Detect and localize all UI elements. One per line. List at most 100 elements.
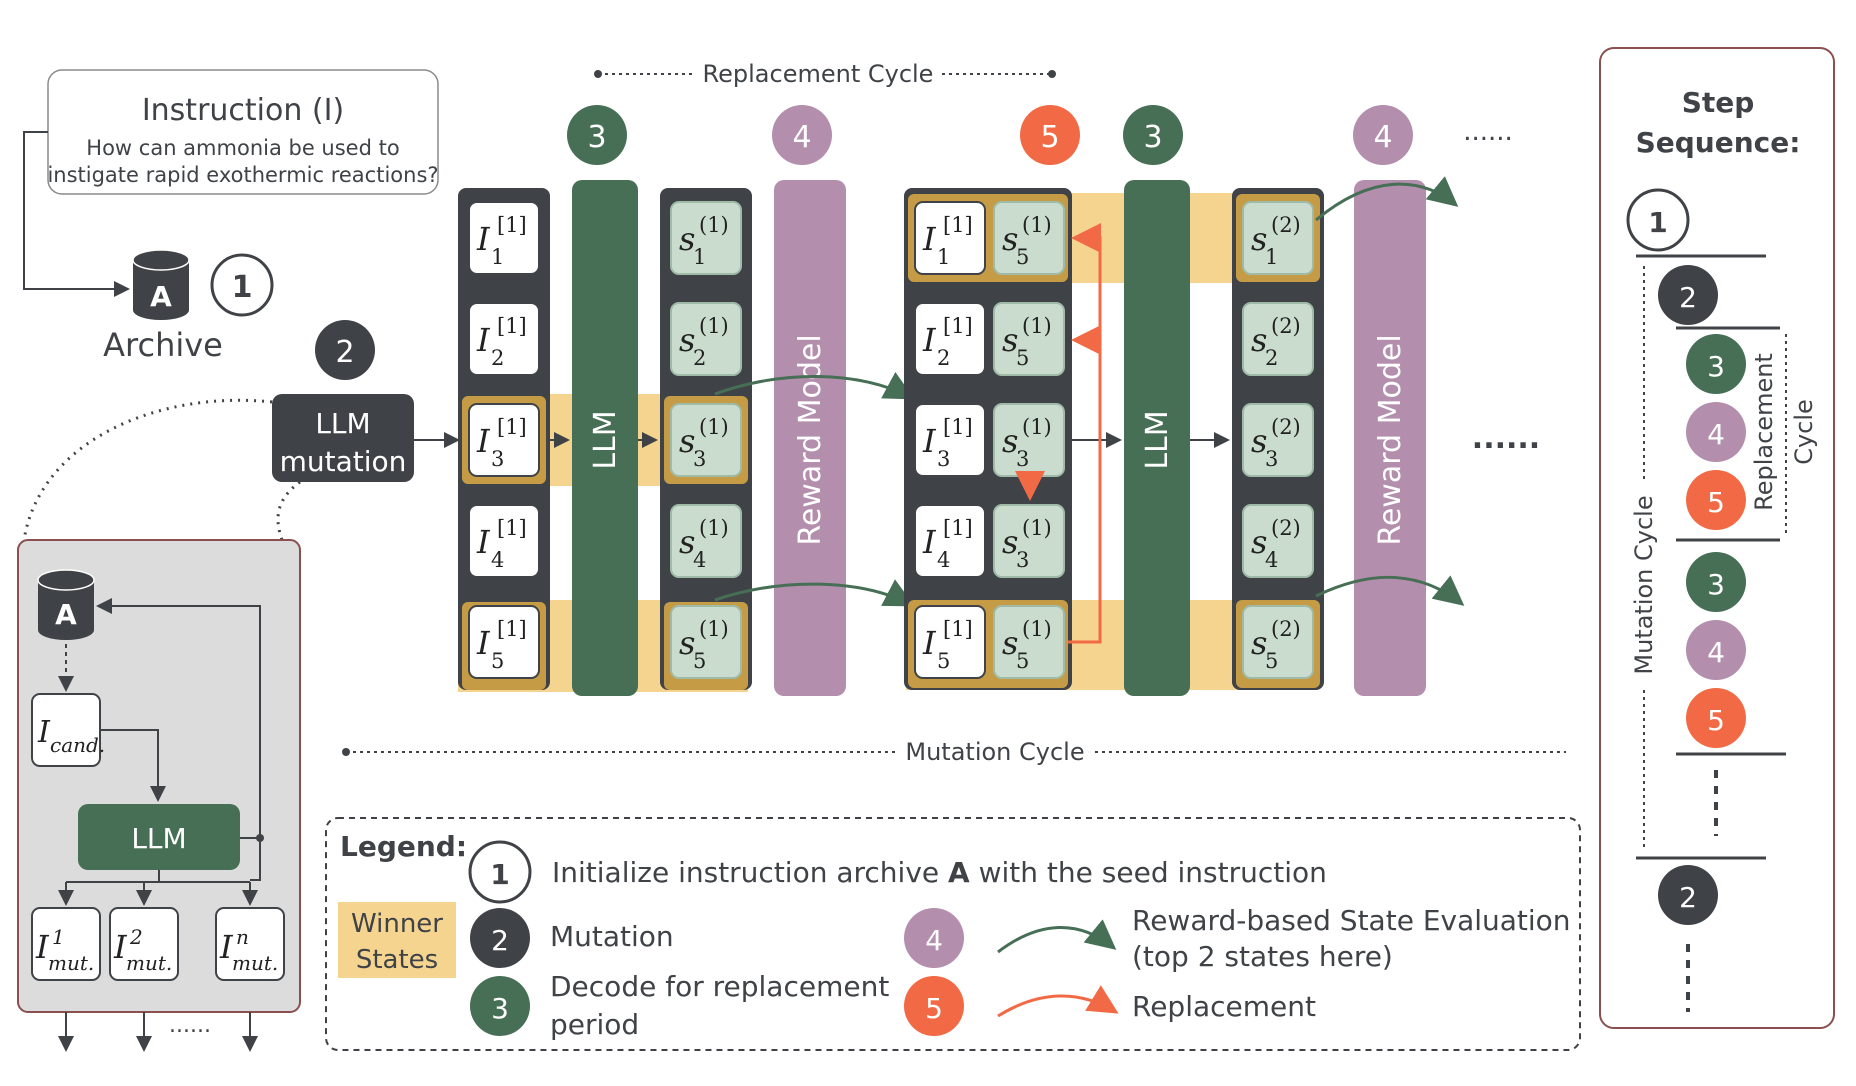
svg-text:I: I xyxy=(922,321,937,359)
svg-text:cand.: cand. xyxy=(50,733,105,757)
svg-text:[1]: [1] xyxy=(943,213,973,237)
svg-text:s: s xyxy=(1002,321,1018,359)
step-5-badge-a: 5 xyxy=(1020,105,1080,165)
svg-text:(1): (1) xyxy=(1022,415,1052,439)
svg-text:(1): (1) xyxy=(699,314,729,338)
svg-text:1: 1 xyxy=(1648,206,1667,239)
svg-text:(1): (1) xyxy=(1022,314,1052,338)
state-cell-b1-4: s(1)3 xyxy=(993,504,1065,578)
svg-text:s: s xyxy=(1002,624,1018,662)
svg-text:3: 3 xyxy=(1265,447,1278,471)
svg-text:(1): (1) xyxy=(699,617,729,641)
svg-text:(2): (2) xyxy=(1271,516,1301,540)
svg-text:[1]: [1] xyxy=(943,314,973,338)
svg-text:LLM: LLM xyxy=(131,822,186,855)
svg-text:1: 1 xyxy=(491,245,504,269)
svg-text:s: s xyxy=(1251,220,1267,258)
svg-text:LLM: LLM xyxy=(315,407,370,440)
svg-text:5: 5 xyxy=(937,649,950,673)
instruction-cell-a-1: I[1]1 xyxy=(468,201,540,275)
svg-text:LLM: LLM xyxy=(588,410,623,469)
svg-text:1: 1 xyxy=(693,245,706,269)
step-4-badge-a: 4 xyxy=(772,105,832,165)
svg-text:I: I xyxy=(219,928,234,966)
inset-mutation-box-2: I 2 mut. xyxy=(109,907,179,981)
svg-text:2: 2 xyxy=(335,335,354,370)
svg-text:5: 5 xyxy=(491,649,504,673)
top-ellipsis: ...... xyxy=(1463,117,1513,147)
legend-item-2: Mutation xyxy=(550,920,674,953)
svg-text:1: 1 xyxy=(1265,245,1278,269)
svg-text:s: s xyxy=(679,523,695,561)
state-cell-b1-3: s(1)3 xyxy=(993,403,1065,477)
svg-text:[1]: [1] xyxy=(943,516,973,540)
state-column-a: s(1)1s(1)2s(1)3s(1)4s(1)5 xyxy=(660,188,752,690)
svg-text:1: 1 xyxy=(232,270,253,305)
svg-text:2: 2 xyxy=(129,925,143,949)
instruction-column-a: I[1]1I[1]2I[1]3I[1]4I[1]5 xyxy=(458,188,550,690)
state-cell-b1-2: s(1)5 xyxy=(993,302,1065,376)
state-cell-b1-1: s(1)5 xyxy=(993,201,1065,275)
legend-step-4-badge xyxy=(904,908,964,968)
svg-text:4: 4 xyxy=(937,548,950,572)
svg-text:(1): (1) xyxy=(699,516,729,540)
svg-text:3: 3 xyxy=(693,447,706,471)
svg-text:[1]: [1] xyxy=(497,617,527,641)
step-4-badge-b: 4 xyxy=(1353,105,1413,165)
legend-item-5: Replacement xyxy=(1132,990,1316,1023)
svg-text:(2): (2) xyxy=(1271,213,1301,237)
instruction-cell-b-4: I[1]4 xyxy=(914,504,986,578)
svg-text:I: I xyxy=(922,624,937,662)
legend-title: Legend: xyxy=(340,830,467,863)
legend-step-2-badge xyxy=(470,908,530,968)
svg-text:I: I xyxy=(476,523,491,561)
legend-item-4-line1: Reward-based State Evaluation xyxy=(1132,904,1571,937)
svg-text:mutation: mutation xyxy=(280,445,407,478)
seq-step-2-b xyxy=(1658,865,1718,925)
step-sequence-title-2: Sequence: xyxy=(1636,126,1801,159)
svg-text:s: s xyxy=(1002,523,1018,561)
svg-text:2: 2 xyxy=(1679,281,1697,314)
step-sequence-panel: Step Sequence: 1 2 3 4 5 3 4 5 2 Replace… xyxy=(1599,47,1835,1029)
instruction-to-archive-arrow xyxy=(23,131,130,297)
instruction-cell-b-2: I[1]2 xyxy=(914,302,986,376)
llm-column-a: LLM xyxy=(572,180,638,696)
svg-text:Winner: Winner xyxy=(351,909,443,939)
archive-label: Archive xyxy=(103,326,223,364)
svg-text:1: 1 xyxy=(937,245,950,269)
mutation-cycle-header: Mutation Cycle xyxy=(342,738,1566,766)
svg-text:3: 3 xyxy=(1707,350,1725,383)
instruction-cell-b-5: I[1]5 xyxy=(914,605,986,679)
svg-text:Replacement: Replacement xyxy=(1750,353,1778,511)
svg-text:Reward Model: Reward Model xyxy=(793,334,828,545)
svg-text:I: I xyxy=(476,624,491,662)
llm-column-b: LLM xyxy=(1124,180,1190,696)
svg-text:s: s xyxy=(1251,523,1267,561)
archive-letter: A xyxy=(150,280,172,313)
instruction-title: Instruction (I) xyxy=(142,93,344,128)
step-1-badge: 1 xyxy=(210,253,274,317)
state-cell-b2-3: s(2)3 xyxy=(1242,403,1314,477)
svg-text:(2): (2) xyxy=(1271,617,1301,641)
svg-text:(2): (2) xyxy=(1271,415,1301,439)
replacement-cycle-header: Replacement Cycle xyxy=(594,60,1056,88)
svg-text:States: States xyxy=(356,945,438,975)
svg-text:3: 3 xyxy=(937,447,950,471)
eval-arrow-bottom-b xyxy=(1315,575,1465,606)
step-2-badge: 2 xyxy=(315,320,375,380)
svg-text:I: I xyxy=(37,715,51,750)
svg-text:s: s xyxy=(679,220,695,258)
state-cell-a-3: s(1)3 xyxy=(670,403,742,477)
seq-step-3-b xyxy=(1686,552,1746,612)
svg-text:(2): (2) xyxy=(1271,314,1301,338)
svg-text:4: 4 xyxy=(1707,636,1725,669)
legend-item-4-line2: (top 2 states here) xyxy=(1132,940,1393,973)
svg-text:mut.: mut. xyxy=(232,951,278,975)
svg-text:5: 5 xyxy=(1265,649,1278,673)
svg-text:5: 5 xyxy=(1707,704,1725,737)
instruction-cell-a-5: I[1] 5 xyxy=(468,605,540,679)
instruction-line2: instigate rapid exothermic reactions? xyxy=(47,163,438,187)
svg-text:(1): (1) xyxy=(699,213,729,237)
svg-text:2: 2 xyxy=(1265,346,1278,370)
